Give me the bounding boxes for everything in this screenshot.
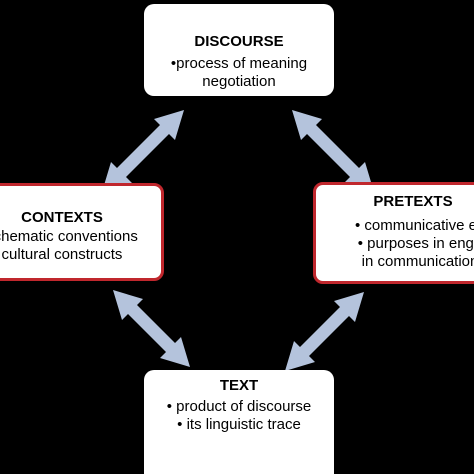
- arrow-discourse-pretexts: [292, 110, 374, 192]
- pretexts-item-1: • communicative eff: [354, 217, 474, 234]
- pretexts-items: • communicative eff • purposes in enga i…: [316, 217, 474, 271]
- discourse-title: DISCOURSE: [194, 33, 284, 50]
- contexts-title: CONTEXTS: [21, 209, 103, 226]
- text-item-2: • its linguistic trace: [177, 416, 301, 433]
- pretexts-box: PRETEXTS • communicative eff • purposes …: [313, 182, 474, 284]
- pretexts-title: PRETEXTS: [373, 193, 453, 210]
- discourse-box: DISCOURSE •process of meaning negotiatio…: [144, 4, 334, 96]
- pretexts-item-3: in communication: [361, 253, 474, 270]
- text-title: TEXT: [219, 377, 259, 394]
- contexts-item-1: schematic conventions: [0, 228, 138, 245]
- arrow-discourse-contexts: [102, 110, 184, 192]
- contexts-box: CONTEXTS schematic conventions cultural …: [0, 183, 164, 281]
- pretexts-item-2: • purposes in enga: [357, 235, 474, 252]
- text-box: TEXT • product of discourse • its lingui…: [144, 370, 334, 474]
- arrow-contexts-text: [113, 290, 190, 367]
- arrow-pretexts-text: [285, 292, 364, 371]
- discourse-item-2: negotiation: [202, 73, 276, 90]
- contexts-item-2: cultural constructs: [1, 246, 123, 263]
- text-item-1: • product of discourse: [166, 398, 312, 415]
- discourse-item-1: •process of meaning: [170, 55, 308, 72]
